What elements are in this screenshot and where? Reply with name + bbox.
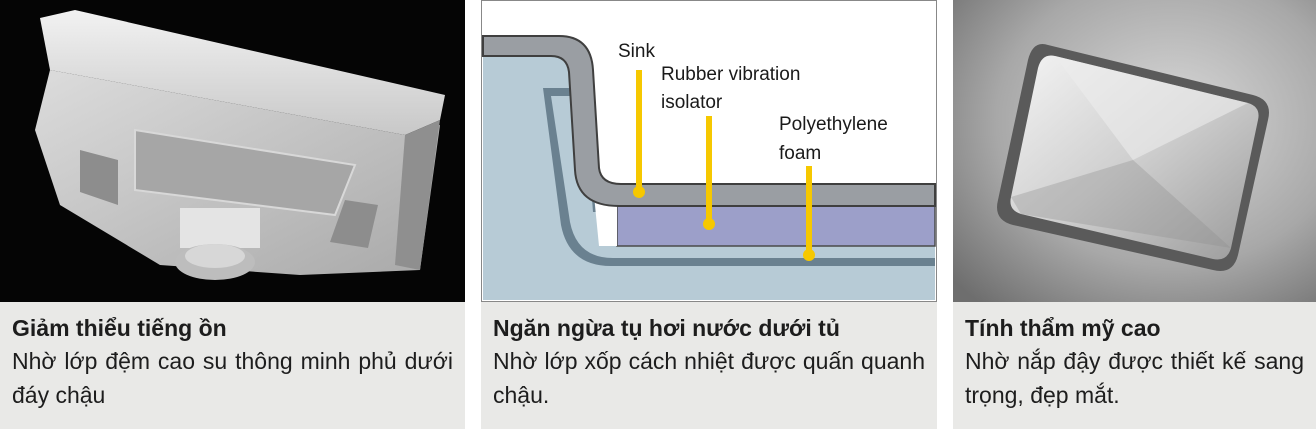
panel-description: Nhờ lớp xốp cách nhiệt được quấn quanh c…	[493, 348, 925, 408]
panel-title: Ngăn ngừa tụ hơi nước dưới tủ	[493, 315, 840, 341]
label-rubber-line1: Rubber vibration	[661, 64, 800, 85]
panel-description: Nhờ lớp đệm cao su thông minh phủ dưới đ…	[12, 348, 453, 408]
caption-block: Ngăn ngừa tụ hơi nước dưới tủ Nhờ lớp xố…	[493, 314, 925, 412]
panel-description: Nhờ nắp đậy được thiết kế sang trọng, đẹ…	[965, 348, 1304, 408]
sink-cross-section-diagram: Sink Rubber vibration isolator Polyethyl…	[481, 0, 937, 302]
panel-noise-reduction: Giảm thiểu tiếng ồn Nhờ lớp đệm cao su t…	[0, 0, 465, 429]
label-rubber-line2: isolator	[661, 92, 723, 113]
panel-title: Giảm thiểu tiếng ồn	[12, 315, 227, 341]
label-sink: Sink	[618, 41, 655, 62]
panel-title: Tính thẩm mỹ cao	[965, 315, 1161, 341]
caption-block: Giảm thiểu tiếng ồn Nhờ lớp đệm cao su t…	[12, 314, 453, 412]
panel-aesthetics: Tính thẩm mỹ cao Nhờ nắp đậy được thiết …	[953, 0, 1316, 429]
panel-condensation-prevention: Sink Rubber vibration isolator Polyethyl…	[481, 0, 937, 429]
drain-cover-image	[953, 0, 1316, 302]
caption-block: Tính thẩm mỹ cao Nhờ nắp đậy được thiết …	[965, 314, 1304, 412]
sink-underside-image	[0, 0, 465, 302]
label-foam-line2: foam	[779, 143, 821, 164]
label-foam-line1: Polyethylene	[779, 114, 888, 135]
